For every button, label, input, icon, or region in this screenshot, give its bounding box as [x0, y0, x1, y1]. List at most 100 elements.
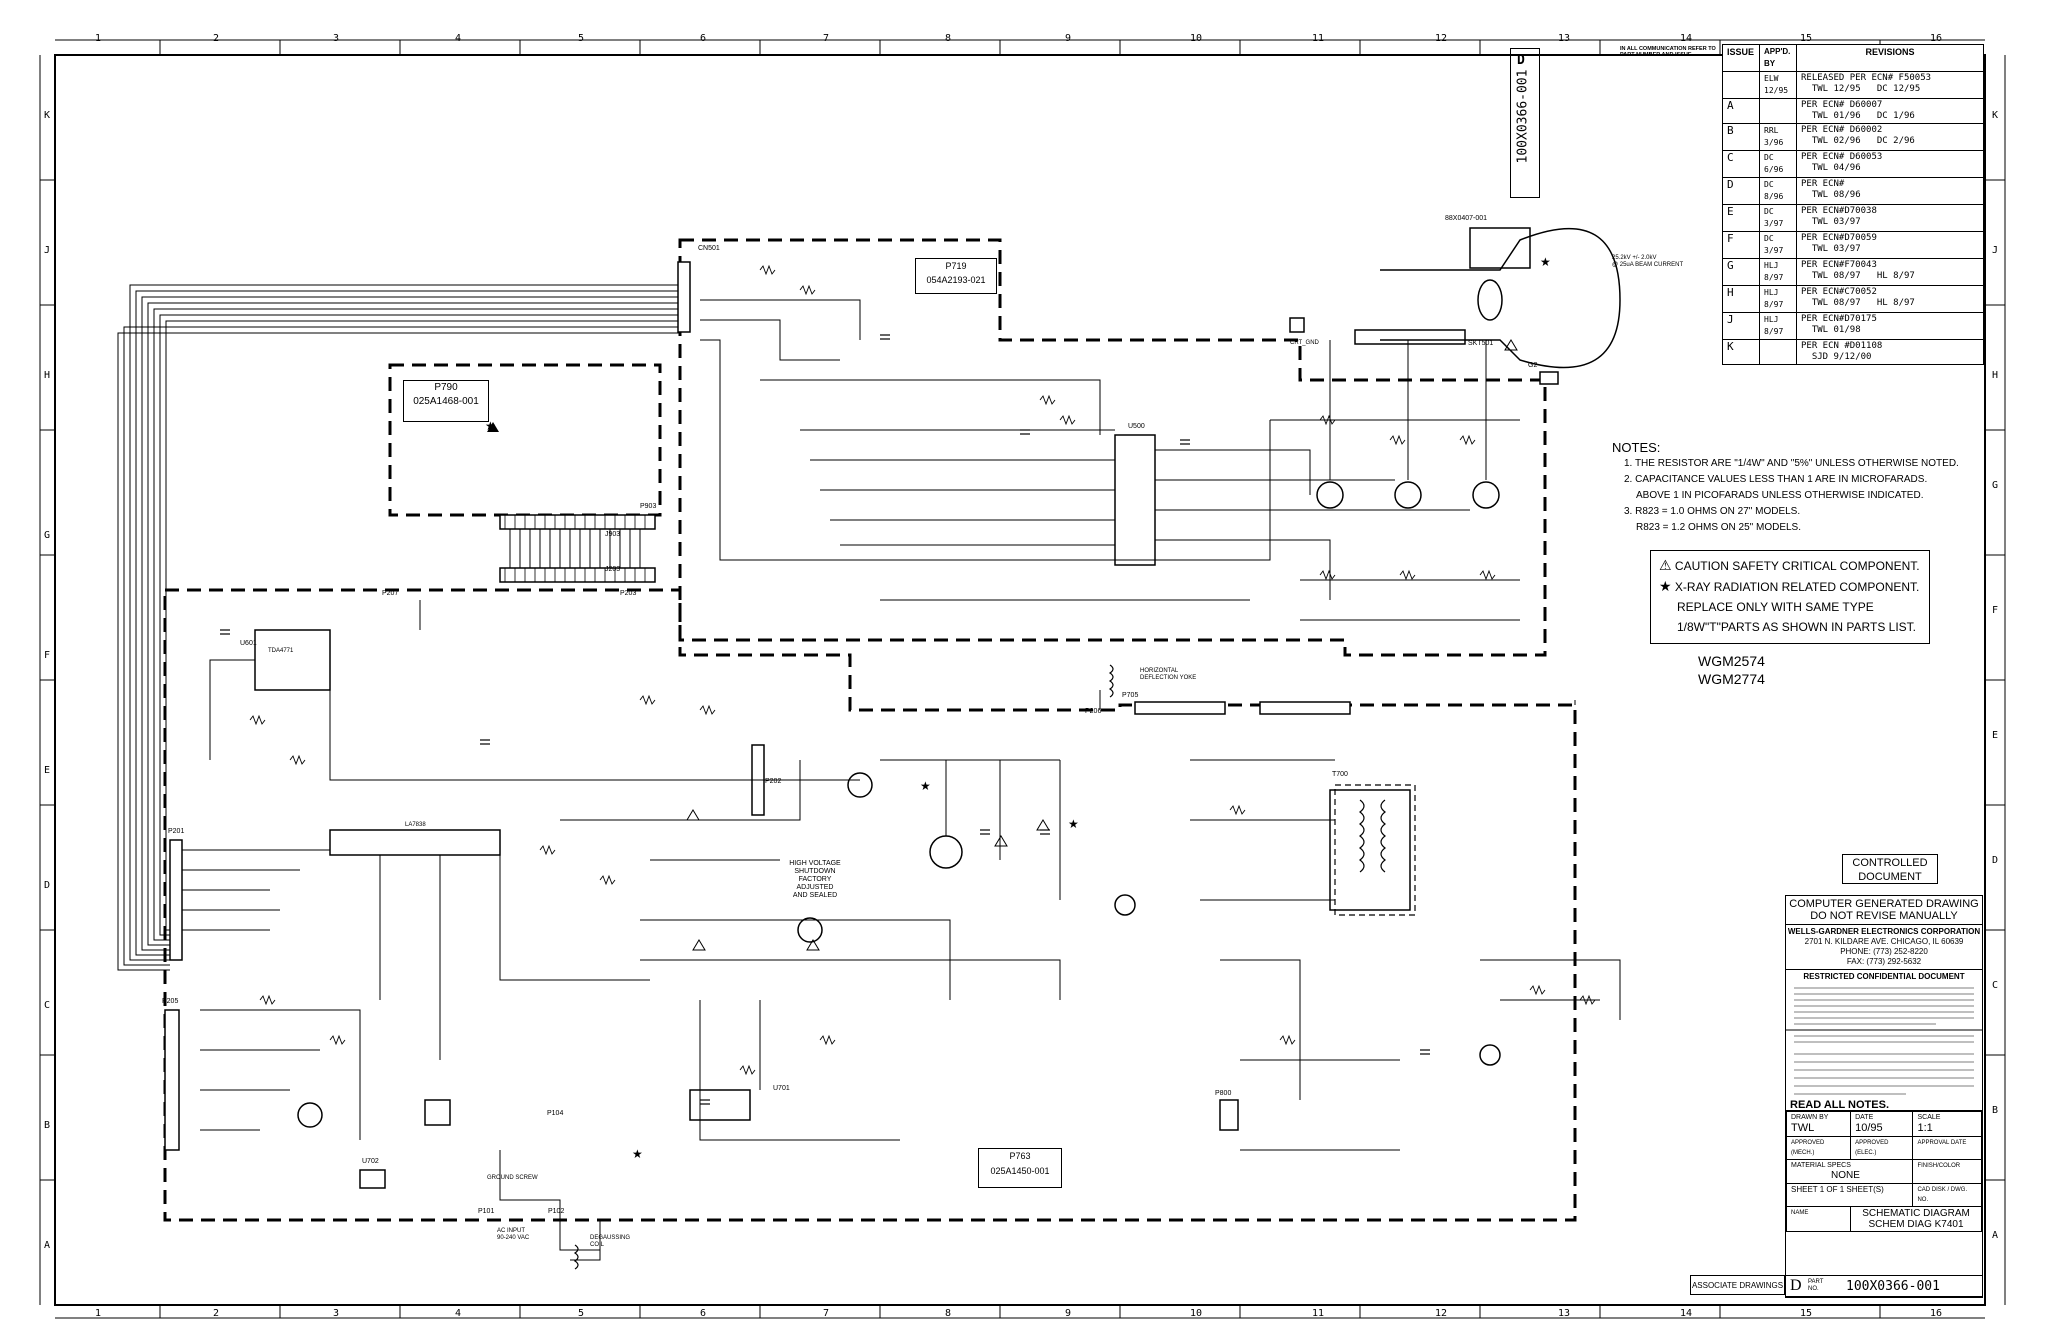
read-all-notes: READ ALL NOTES.: [1786, 1100, 1982, 1111]
caution-line-3: REPLACE ONLY WITH SAME TYPE: [1677, 600, 1874, 614]
part-size-letter: D: [1790, 1277, 1802, 1294]
revision-extra: HL 8/97: [1876, 271, 1915, 281]
drawn-by-value: TWL: [1791, 1122, 1815, 1134]
crt-ground-label: CRT_GND: [1290, 340, 1319, 346]
ic-u601-label: U601: [240, 640, 257, 647]
revision-sign: TWL 02/96: [1811, 136, 1861, 146]
row-label-right-a: A: [1992, 1230, 1999, 1241]
revision-text: PER ECN#D70038: [1801, 206, 1877, 216]
col-label-9: 9: [1065, 33, 1072, 44]
revision-by: DC 6/96: [1759, 150, 1797, 178]
revision-text: PER ECN#: [1801, 179, 1845, 189]
col-label-5: 5: [578, 33, 585, 44]
approved-mech-label: APPROVED (MECH.): [1785, 1136, 1852, 1160]
hv-note-line: FACTORY ADJUSTED: [796, 876, 834, 891]
revision-by: DC 8/96: [1759, 177, 1797, 205]
material-value: NONE: [1831, 1170, 1860, 1181]
controlled-document-stamp: CONTROLLED DOCUMENT: [1842, 854, 1938, 884]
ic-la7838-label: LA7838: [405, 822, 426, 828]
col-label-4: 4: [455, 33, 462, 44]
row-label-right-j: J: [1992, 245, 1999, 256]
revision-by: [1759, 339, 1797, 365]
model-name: WGM2574: [1698, 653, 1765, 669]
company-phone: PHONE: (773) 252-8220: [1840, 947, 1928, 956]
associate-drawings-label: ASSOCIATE DRAWINGS: [1690, 1275, 1785, 1295]
revision-extra: DC 12/95: [1876, 84, 1921, 94]
tolerance-fine-print: [1794, 1053, 1974, 1095]
col-label-bottom-4: 4: [455, 1308, 462, 1319]
col-label-bottom-2: 2: [213, 1308, 220, 1319]
ic-u701-label: U701: [773, 1085, 790, 1092]
board-label-p763: P763 025A1450-001: [978, 1148, 1062, 1188]
note-item: R823 = 1.2 OHMS ON 25" MODELS.: [1636, 522, 1801, 533]
do-not-revise-label: DO NOT REVISE MANUALLY: [1810, 910, 1958, 922]
restricted-label: RESTRICTED CONFIDENTIAL DOCUMENT: [1803, 972, 1965, 981]
connector-p102-label: P102: [548, 1208, 565, 1215]
row-label-c: C: [44, 1000, 51, 1011]
revision-text: PER ECN #D01108: [1801, 341, 1883, 351]
revision-text: PER ECN# D60007: [1801, 100, 1883, 110]
title-block: COMPUTER GENERATED DRAWING DO NOT REVISE…: [1785, 895, 1983, 1298]
hv-note-line: SHUTDOWN: [794, 868, 836, 875]
connector-g2-label: G2: [1528, 362, 1538, 369]
connector-p903-label: P903: [640, 503, 657, 510]
revision-issue: C: [1722, 150, 1760, 178]
confidential-fine-print: [1786, 987, 1982, 1043]
sheet-count: SHEET 1 OF 1 SHEET(S): [1785, 1183, 1914, 1207]
caution-box: ⚠ CAUTION SAFETY CRITICAL COMPONENT. ★ X…: [1650, 550, 1930, 644]
board-id: P790: [434, 382, 458, 393]
revision-sign: TWL 08/97: [1811, 271, 1861, 281]
revision-extra: DC 2/96: [1876, 136, 1915, 146]
revision-text: PER ECN# D60002: [1801, 125, 1883, 135]
revision-text: PER ECN#D70175: [1801, 314, 1877, 324]
col-label-bottom-14: 14: [1680, 1308, 1693, 1319]
revision-issue: J: [1722, 312, 1760, 340]
crt-hv-spec: 25.2kV +/- 2.0kV @ 25uA BEAM CURRENT: [1612, 255, 1683, 269]
notes-block: NOTES: 1. THE RESISTOR ARE "1/4W" AND "5…: [1612, 440, 1959, 536]
row-label-k: K: [44, 110, 51, 121]
part-number: 100X0366-001: [1846, 1279, 1940, 1294]
row-label-a: A: [44, 1240, 51, 1251]
col-label-bottom-1: 1: [95, 1308, 102, 1319]
scale-value: 1:1: [1917, 1122, 1933, 1134]
revision-by: RRL 3/96: [1759, 123, 1797, 151]
ic-tda-label: TDA4771: [268, 648, 294, 654]
col-label-bottom-11: 11: [1312, 1308, 1325, 1319]
row-label-right-b: B: [1992, 1105, 1999, 1116]
caution-line-1: CAUTION SAFETY CRITICAL COMPONENT.: [1674, 559, 1920, 573]
note-item: 1. THE RESISTOR ARE "1/4W" AND "5%" UNLE…: [1624, 458, 1959, 469]
row-label-right-d: D: [1992, 855, 1999, 866]
model-name: WGM2774: [1698, 671, 1765, 687]
row-label-h: H: [44, 370, 51, 381]
material-label: MATERIAL SPECS: [1791, 1162, 1851, 1169]
revision-text: PER ECN#C70052: [1801, 287, 1877, 297]
ground-screw-label: GROUND SCREW: [487, 1175, 538, 1181]
revision-sign: TWL 03/97: [1811, 217, 1861, 227]
row-label-g: G: [44, 530, 51, 541]
drawing-size-letter: D: [1517, 53, 1525, 68]
note-item: ABOVE 1 IN PICOFARADS UNLESS OTHERWISE I…: [1636, 490, 1924, 501]
revision-extra: DC 1/96: [1876, 111, 1915, 121]
drawn-by-label: DRAWN BY: [1791, 1114, 1829, 1121]
computer-generated-label: COMPUTER GENERATED DRAWING: [1789, 898, 1979, 910]
col-label-7: 7: [823, 33, 830, 44]
cad-label: CAD DISK / DWG. NO.: [1912, 1183, 1982, 1207]
revision-sign: TWL 08/97: [1811, 298, 1861, 308]
row-label-right-c: C: [1992, 980, 1999, 991]
board-label-p719: P719 054A2193-021: [915, 258, 997, 294]
col-label-8: 8: [945, 33, 952, 44]
col-label-11: 11: [1312, 33, 1325, 44]
company-fax: FAX: (773) 292-5632: [1846, 957, 1922, 966]
connector-p200-label: P205: [162, 998, 179, 1005]
